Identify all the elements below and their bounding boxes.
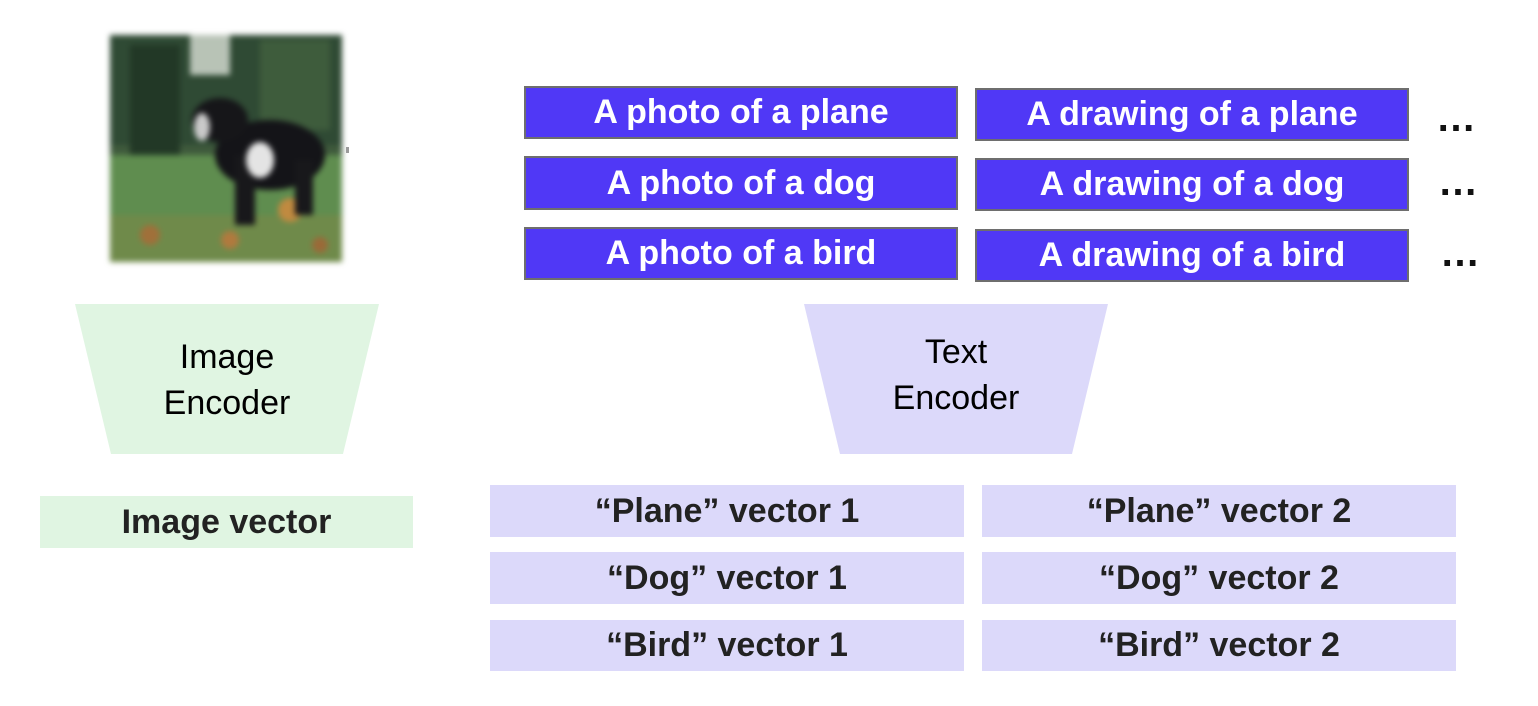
image-encoder-label-line1: Image [179, 338, 275, 376]
ellipsis-row-3: … [1440, 231, 1482, 275]
image-vector: Image vector [40, 496, 413, 548]
image-encoder: Image Encoder [75, 304, 379, 454]
prompt-drawing-dog: A drawing of a dog [975, 158, 1409, 211]
image-encoder-label-line2: Encoder [163, 384, 291, 422]
text-encoder-label-line1: Text [924, 333, 988, 371]
image-encoder-shape [75, 304, 379, 454]
ellipsis-row-1: … [1436, 96, 1478, 140]
prompt-photo-bird: A photo of a bird [524, 227, 958, 280]
text-vector-dog-2: “Dog” vector 2 [982, 552, 1456, 604]
ellipsis-row-2: … [1438, 160, 1480, 204]
text-vector-dog-1: “Dog” vector 1 [490, 552, 964, 604]
dog-photo [110, 35, 342, 262]
text-vector-bird-1: “Bird” vector 1 [490, 620, 964, 671]
dog-photo-icon [110, 35, 342, 262]
prompt-photo-plane: A photo of a plane [524, 86, 958, 139]
prompt-photo-dog: A photo of a dog [524, 156, 958, 210]
prompt-drawing-plane: A drawing of a plane [975, 88, 1409, 141]
text-encoder-label-line2: Encoder [892, 379, 1020, 417]
text-encoder-shape [804, 304, 1108, 454]
prompt-drawing-bird: A drawing of a bird [975, 229, 1409, 282]
text-vector-plane-2: “Plane” vector 2 [982, 485, 1456, 537]
text-encoder: Text Encoder [804, 304, 1108, 454]
text-vector-bird-2: “Bird” vector 2 [982, 620, 1456, 671]
text-vector-plane-1: “Plane” vector 1 [490, 485, 964, 537]
image-artifact [346, 147, 349, 153]
